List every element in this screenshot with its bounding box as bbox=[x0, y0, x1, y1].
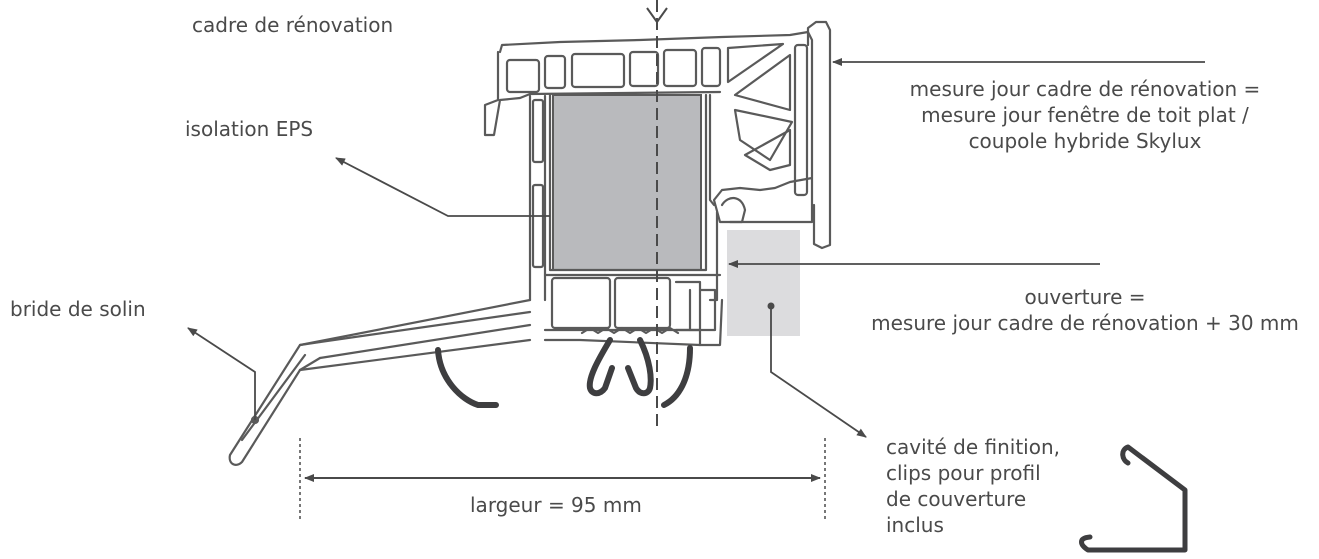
opening-zone bbox=[727, 230, 800, 336]
finishing-cavity-line-4: inclus bbox=[886, 513, 944, 537]
label-finishing-cavity: cavité de finition, clips pour profil de… bbox=[886, 434, 1060, 538]
label-eps-insulation: isolation EPS bbox=[185, 117, 314, 141]
finishing-cavity-line-3: de couverture bbox=[886, 487, 1027, 511]
label-flashing-flange: bride de solin bbox=[10, 297, 146, 321]
renovation-frame-profile bbox=[228, 20, 832, 466]
clear-size-line-3: coupole hybride Skylux bbox=[968, 129, 1202, 153]
label-width-dimension: largeur = 95 mm bbox=[470, 493, 642, 517]
eps-insulation-block bbox=[552, 94, 702, 271]
sealing-gaskets bbox=[435, 337, 693, 408]
clear-size-line-2: mesure jour fenêtre de toit plat / bbox=[921, 103, 1249, 127]
leader-lines bbox=[187, 58, 1205, 438]
label-renovation-frame: cadre de rénovation bbox=[192, 13, 394, 37]
opening-line-2: mesure jour cadre de rénovation + 30 mm bbox=[871, 311, 1299, 335]
axis-top-marker bbox=[646, 7, 668, 24]
clear-size-line-1: mesure jour cadre de rénovation = bbox=[909, 77, 1261, 101]
cover-profile-clip bbox=[1079, 444, 1188, 553]
label-clear-size: mesure jour cadre de rénovation = mesure… bbox=[870, 76, 1300, 154]
finishing-cavity-line-2: clips pour profil bbox=[886, 461, 1041, 485]
finishing-cavity-line-1: cavité de finition, bbox=[886, 435, 1061, 459]
label-opening: ouverture = mesure jour cadre de rénovat… bbox=[870, 284, 1300, 336]
width-dimension bbox=[299, 438, 826, 522]
opening-line-1: ouverture = bbox=[1024, 285, 1146, 309]
